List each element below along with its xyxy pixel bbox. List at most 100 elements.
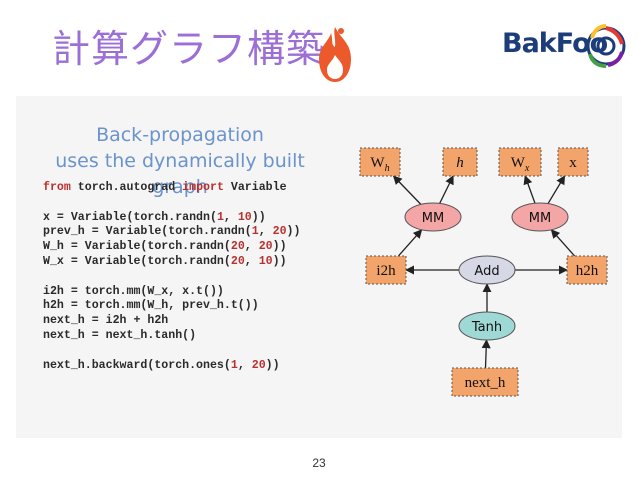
code-line: i2h = torch.mm(W_x, x.t()) [43,285,300,300]
node-shape [365,255,407,285]
code-token: W_h = Variable(torch.randn( [43,240,231,254]
code-line: prev_h = Variable(torch.randn(1, 20)) [43,225,300,240]
code-token: from [43,181,71,194]
code-token: W_x = Variable(torch.randn( [43,254,231,268]
node-label-text: W [511,155,526,171]
code-token: )) [286,225,301,239]
code-token: torch.autograd [70,181,183,194]
node-shape [451,367,519,397]
code-token: , [244,240,259,254]
node-label-text: Add [474,264,499,279]
graph-node-next_h: next_h [451,367,519,397]
heading-line-2: uses the dynamically built graph [55,150,305,198]
code-line [43,270,300,285]
code-token: prev_h = Variable(torch.randn( [43,225,252,239]
code-line: x = Variable(torch.randn(1, 10)) [43,211,300,226]
node-label-text: MM [529,211,551,226]
graph-node-mm1: MM [404,202,462,232]
node-label: MM [422,211,444,226]
graph-node-x: x [557,147,589,177]
node-label: x [569,155,577,171]
node-shape [442,147,478,177]
node-shape [566,255,608,285]
node-label-text: x [569,155,577,171]
code-token: i2h = torch.mm(W_x, x.t()) [43,284,224,298]
graph-node-h: h [442,147,478,177]
graph-edge [481,339,491,369]
graph-edge [547,175,566,204]
node-label-text: h [456,155,464,171]
code-token: import [182,181,224,194]
code-token: , [237,358,252,372]
code-token: )) [272,240,287,254]
graph-node-wx: Wx [498,147,542,177]
node-label-subscript: h [385,163,390,174]
code-token: 10 [237,210,252,224]
code-token: 1 [251,225,259,239]
node-label-text: i2h [376,263,396,279]
graph-edge [523,175,536,204]
code-line: next_h = i2h + h2h [43,314,300,329]
node-shape [404,202,462,232]
node-label: i2h [376,263,396,279]
code-token: next_h = next_h.tanh() [43,328,197,342]
node-label-text: next_h [465,375,506,391]
code-token: )) [265,358,280,372]
node-label-text: h2h [576,263,599,279]
code-line: from torch.autograd import Variable [43,181,300,196]
bakfoo-logo: BakFoo [502,18,627,70]
node-label-text: Tanh [471,320,502,335]
graph-edge [550,229,576,257]
node-label-subscript: x [524,163,530,174]
node-shape [458,255,516,285]
node-label-text: MM [422,211,444,226]
node-label: h2h [576,263,599,279]
node-label: Tanh [471,320,502,335]
node-label: h [456,155,464,171]
code-token: 20 [251,358,266,372]
code-token: Variable [223,181,287,194]
code-token: 20 [272,225,287,239]
code-token: , [244,254,259,268]
code-token: next_h = i2h + h2h [43,314,169,328]
node-shape [498,147,542,177]
code-line: next_h = next_h.tanh() [43,329,300,344]
code-token: , [258,225,273,239]
graph-edge [397,229,423,257]
heading-line-1: Back-propagation [96,124,264,146]
code-token: 20 [230,254,245,268]
code-token: next_h.backward(torch.ones( [43,358,231,372]
graph-node-wh: Wh [359,147,401,177]
code-line: W_h = Variable(torch.randn(20, 20)) [43,240,300,255]
code-token: , [223,210,238,224]
graph-node-i2h: i2h [365,255,407,285]
code-line [43,344,300,359]
node-label: Wx [511,155,530,174]
graph-node-mm2: MM [511,202,569,232]
code-token: 20 [258,240,273,254]
code-line: h2h = torch.mm(W_h, prev_h.t()) [43,299,300,314]
section-heading: Back-propagation uses the dynamically bu… [30,122,330,200]
graph-edge [439,175,454,204]
code-line: next_h.backward(torch.ones(1, 20)) [43,359,300,374]
graph-edge [392,175,422,205]
graph-node-tanh: Tanh [458,311,516,341]
node-label-text: W [370,155,385,171]
graph-node-add: Add [458,255,516,285]
slide-title: 計算グラフ構築 [52,27,326,71]
code-token: 1 [216,210,224,224]
code-token: 20 [230,240,245,254]
code-line [43,196,300,211]
graph-node-h2h: h2h [566,255,608,285]
node-label: MM [529,211,551,226]
node-label: next_h [465,375,506,391]
node-shape [557,147,589,177]
fire-icon [319,27,351,82]
logo-swirl-icon [586,24,626,68]
code-token: )) [251,210,266,224]
node-label: Wh [370,155,389,174]
code-line: W_x = Variable(torch.randn(20, 10)) [43,255,300,270]
code-token: x = Variable(torch.randn( [43,210,217,224]
code-block: from torch.autograd import Variable x = … [43,181,300,373]
